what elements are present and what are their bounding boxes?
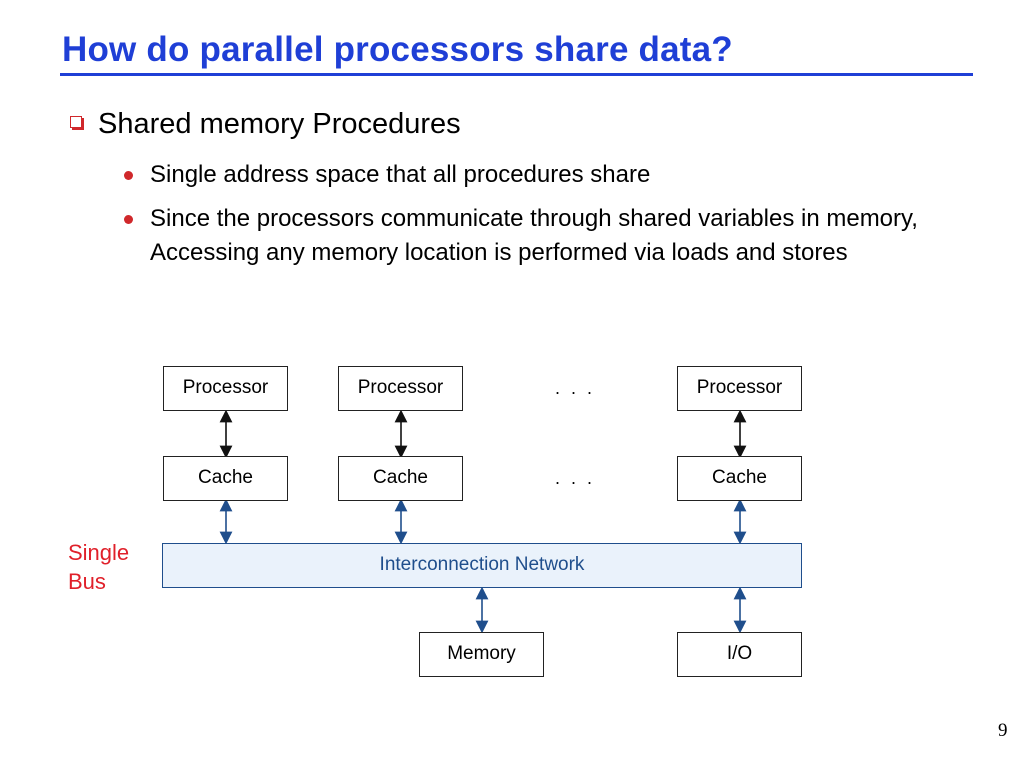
bullet-level2-text: Single address space that all procedures… [150, 161, 651, 188]
round-bullet-icon [124, 215, 133, 224]
processor-box: Processor [338, 366, 463, 411]
bullet-level1: Shared memory Procedures [70, 108, 461, 141]
slide-title: How do parallel processors share data? [62, 30, 733, 69]
io-box: I/O [677, 632, 802, 677]
cache-box: Cache [163, 456, 288, 501]
square-bullet-icon [70, 116, 82, 129]
cache-box: Cache [338, 456, 463, 501]
processor-ellipsis: . . . [555, 378, 596, 398]
processor-box: Processor [677, 366, 802, 411]
title-underline [60, 73, 973, 76]
bullet-level2-text: Since the processors communicate through… [150, 205, 918, 266]
single-bus-label-line1: Single [68, 540, 130, 565]
single-bus-label-line2: Bus [68, 569, 106, 594]
page-number: 9 [998, 720, 1008, 741]
round-bullet-icon [124, 171, 133, 180]
bullet-level2-item: Since the processors communicate through… [124, 202, 954, 270]
bullet-level1-text: Shared memory Procedures [98, 108, 461, 140]
interconnection-network-bar: Interconnection Network [162, 543, 802, 588]
processor-box: Processor [163, 366, 288, 411]
cache-ellipsis: . . . [555, 468, 596, 488]
cache-box: Cache [677, 456, 802, 501]
single-bus-label: Single Bus [68, 538, 129, 596]
memory-box: Memory [419, 632, 544, 677]
bullet-level2-item: Single address space that all procedures… [124, 158, 954, 192]
